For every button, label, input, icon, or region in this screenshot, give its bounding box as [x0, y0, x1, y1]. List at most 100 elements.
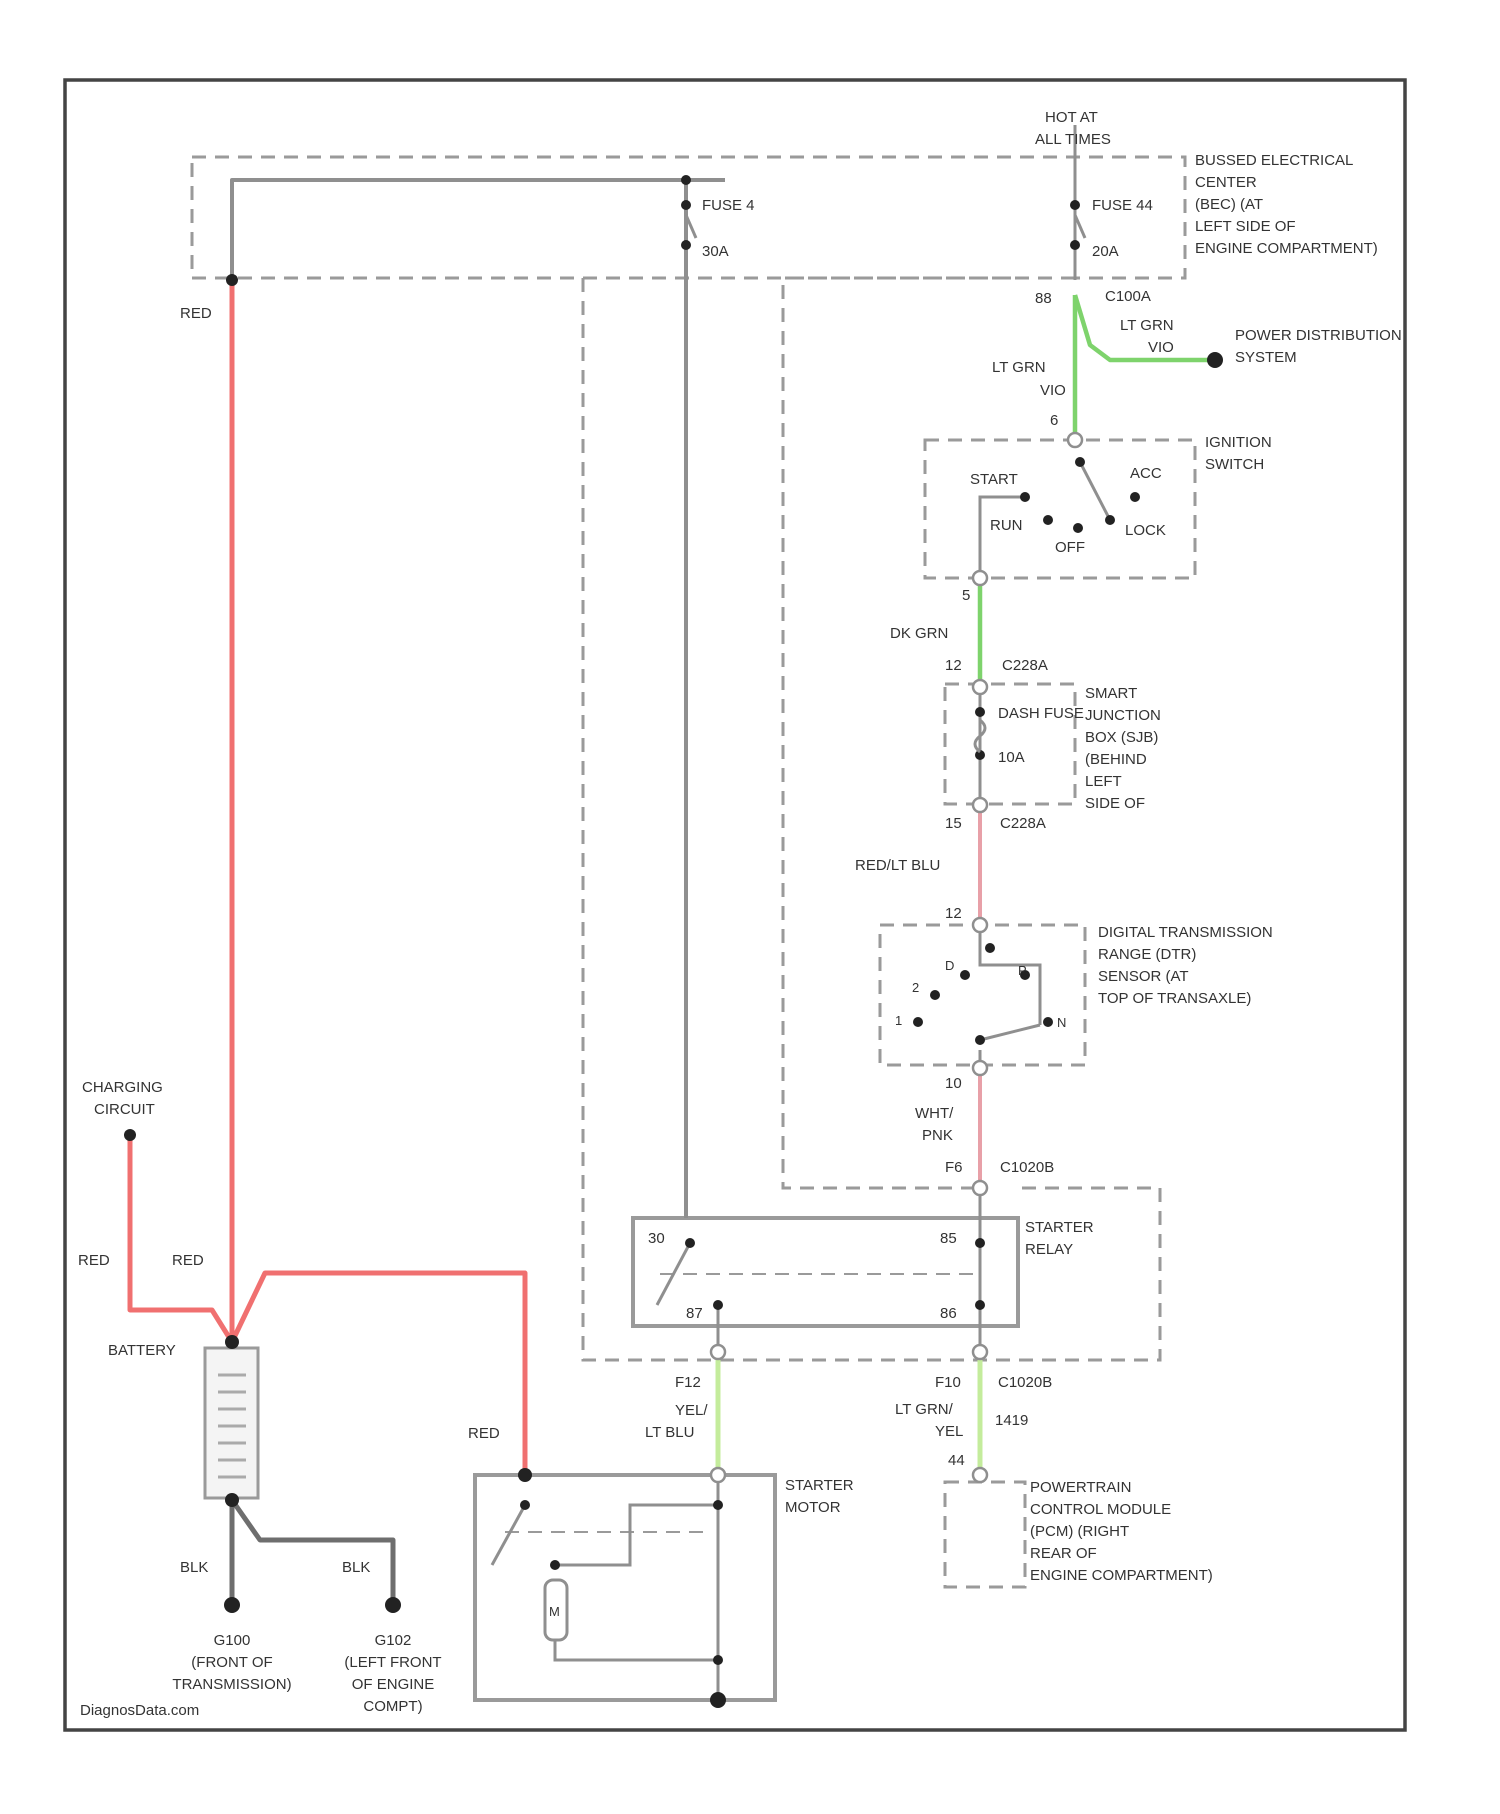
svg-text:(LEFT FRONT: (LEFT FRONT: [344, 1654, 441, 1671]
wire-red-starter: [232, 1273, 525, 1475]
wire-dk-grn-label: DK GRN: [890, 625, 948, 642]
svg-text:(PCM) (RIGHT: (PCM) (RIGHT: [1030, 1523, 1129, 1540]
c1020b-pin-f12: F12: [675, 1374, 701, 1391]
pcm-circuit-label: 1419: [995, 1412, 1028, 1429]
starter-solenoid-lever: [492, 1505, 525, 1565]
relay-pin-87: 87: [686, 1305, 703, 1322]
wire-blk-2: [232, 1500, 393, 1605]
diagram-frame: [65, 80, 1405, 1730]
power-distribution-label: SYSTEM: [1235, 349, 1297, 366]
ignition-lock: LOCK: [1125, 522, 1166, 539]
svg-text:POWERTRAIN: POWERTRAIN: [1030, 1479, 1131, 1496]
svg-text:BOX (SJB): BOX (SJB): [1085, 729, 1158, 746]
svg-text:ENGINE COMPARTMENT): ENGINE COMPARTMENT): [1195, 240, 1378, 257]
svg-text:RANGE (DTR): RANGE (DTR): [1098, 946, 1196, 963]
c1020b-bottom-name: C1020B: [998, 1374, 1052, 1391]
wire-red-label: RED: [172, 1252, 204, 1269]
svg-text:TOP OF TRANSAXLE): TOP OF TRANSAXLE): [1098, 990, 1251, 1007]
wire-wht-pnk-label: WHT/: [915, 1105, 954, 1122]
dtr-pin-bottom: 10: [945, 1075, 962, 1092]
svg-text:BUSSED ELECTRICAL: BUSSED ELECTRICAL: [1195, 152, 1353, 169]
relay-pin-86: 86: [940, 1305, 957, 1322]
ignition-pin-top: 6: [1050, 412, 1058, 429]
starter-motor-label: STARTER: [785, 1477, 854, 1494]
dtr-gear-2: 2: [912, 980, 919, 995]
svg-text:REAR OF: REAR OF: [1030, 1545, 1097, 1562]
wire-lt-grn-vio-label: LT GRN: [1120, 317, 1174, 334]
c100a-pin: 88: [1035, 290, 1052, 307]
wire-lt-grn-vio-label: VIO: [1040, 382, 1066, 399]
svg-text:(FRONT OF: (FRONT OF: [191, 1654, 272, 1671]
ignition-switch-label: SWITCH: [1205, 456, 1264, 473]
svg-text:ENGINE COMPARTMENT): ENGINE COMPARTMENT): [1030, 1567, 1213, 1584]
charging-circuit-label: CHARGING: [82, 1079, 163, 1096]
c228a-bottom-name: C228A: [1000, 815, 1046, 832]
svg-text:OF ENGINE: OF ENGINE: [352, 1676, 435, 1693]
charging-circuit-label: CIRCUIT: [94, 1101, 155, 1118]
hot-at-all-times-label: HOT AT: [1045, 109, 1098, 126]
wire-red-lt-blu-label: RED/LT BLU: [855, 857, 940, 874]
wire-dtr-internal: [980, 925, 1040, 1025]
svg-text:SIDE OF: SIDE OF: [1085, 795, 1145, 812]
svg-text:LEFT: LEFT: [1085, 773, 1122, 790]
pcm-label: POWERTRAIN CONTROL MODULE (PCM) (RIGHT R…: [1030, 1479, 1213, 1584]
svg-text:TRANSMISSION): TRANSMISSION): [172, 1676, 291, 1693]
smart-junction-box-label: SMART JUNCTION BOX (SJB) (BEHIND LEFT SI…: [1085, 685, 1161, 812]
wire-yel-lt-blu-label: LT BLU: [645, 1424, 694, 1441]
wire-red-label: RED: [468, 1425, 500, 1442]
ignition-pin-bottom: 5: [962, 587, 970, 604]
ignition-start: START: [970, 471, 1018, 488]
svg-text:G102: G102: [375, 1632, 412, 1649]
ignition-run: RUN: [990, 517, 1023, 534]
svg-text:(BEHIND: (BEHIND: [1085, 751, 1147, 768]
wire-lt-grn-yel-label: YEL: [935, 1423, 963, 1440]
wire-red-label: RED: [180, 305, 212, 322]
wire-wht-pnk-label: PNK: [922, 1127, 953, 1144]
svg-text:DIGITAL TRANSMISSION: DIGITAL TRANSMISSION: [1098, 924, 1273, 941]
svg-text:SENSOR (AT: SENSOR (AT: [1098, 968, 1189, 985]
svg-text:JUNCTION: JUNCTION: [1085, 707, 1161, 724]
fuse-4-name: FUSE 4: [702, 197, 755, 214]
ignition-switch-label: IGNITION: [1205, 434, 1272, 451]
svg-text:COMPT): COMPT): [363, 1698, 422, 1715]
dtr-gear-1: 1: [895, 1013, 902, 1028]
pcm-pin-44: 44: [948, 1452, 965, 1469]
dtr-gear-n: N: [1057, 1015, 1066, 1030]
starter-motor-box: [475, 1475, 775, 1700]
svg-text:LEFT SIDE OF: LEFT SIDE OF: [1195, 218, 1296, 235]
c1020b-top-name: C1020B: [1000, 1159, 1054, 1176]
dtr-switch-lever: [980, 1025, 1040, 1040]
svg-text:CENTER: CENTER: [1195, 174, 1257, 191]
c1020b-top-pin: F6: [945, 1159, 963, 1176]
svg-text:G100: G100: [214, 1632, 251, 1649]
bec-fuse44-outline: [783, 278, 1075, 1188]
fuse-4-rating: 30A: [702, 243, 729, 260]
battery-label: BATTERY: [108, 1342, 176, 1359]
c228a-bottom-pin: 15: [945, 815, 962, 832]
relay-pin-30: 30: [648, 1230, 665, 1247]
fuse-44-name: FUSE 44: [1092, 197, 1153, 214]
dash-fuse-rating: 10A: [998, 749, 1025, 766]
wire-red-label: RED: [78, 1252, 110, 1269]
dtr-gear-p: P: [1018, 963, 1027, 978]
wire-red-charging: [130, 1135, 232, 1342]
g102-label: G102 (LEFT FRONT OF ENGINE COMPT): [344, 1632, 441, 1715]
starter-motor-label: MOTOR: [785, 1499, 841, 1516]
svg-text:SMART: SMART: [1085, 685, 1137, 702]
dash-fuse-name: DASH FUSE: [998, 705, 1084, 722]
wire-blk-label: BLK: [180, 1559, 208, 1576]
motor-symbol-label: M: [549, 1604, 560, 1619]
wire-lt-grn-vio-label: VIO: [1148, 339, 1174, 356]
wire-lt-grn-vio-label: LT GRN: [992, 359, 1046, 376]
dtr-sensor-label: DIGITAL TRANSMISSION RANGE (DTR) SENSOR …: [1098, 924, 1273, 1007]
hot-at-all-times-label: ALL TIMES: [1035, 131, 1111, 148]
starter-relay-label: STARTER: [1025, 1219, 1094, 1236]
dtr-gear-d: D: [945, 958, 954, 973]
watermark: DiagnosData.com: [80, 1702, 199, 1719]
starter-relay-label: RELAY: [1025, 1241, 1073, 1258]
ignition-off: OFF: [1055, 539, 1085, 556]
wire-starter-internal: [555, 1475, 718, 1660]
ignition-switch-outline: [925, 440, 1195, 578]
c228a-top-name: C228A: [1002, 657, 1048, 674]
